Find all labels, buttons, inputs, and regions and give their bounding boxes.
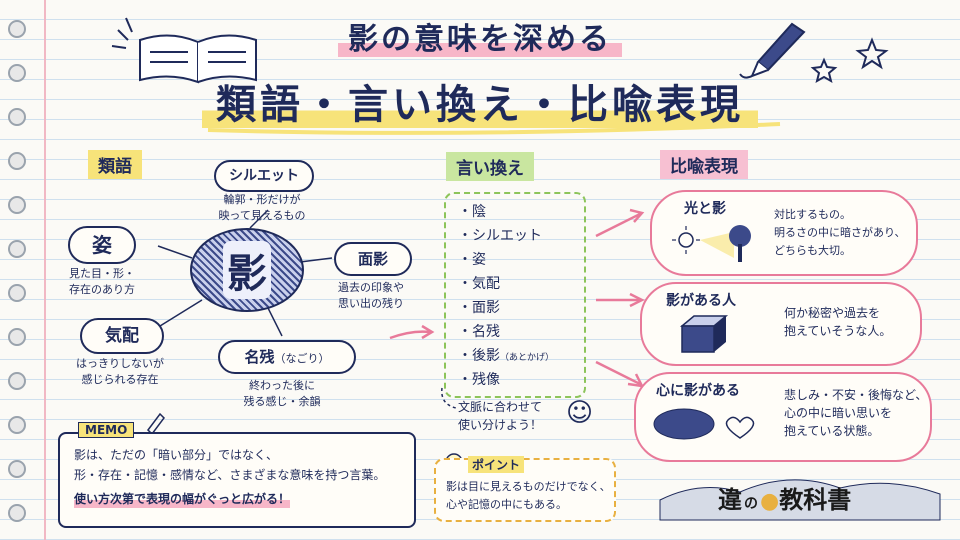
node-nagori: 名残（なごり） [218,340,356,374]
star-icon [810,37,889,84]
pencil-icon [147,412,165,436]
memo-label: MEMO [78,422,135,438]
logo-part3: 教科書 [779,486,852,514]
node-omokage: 面影 [334,242,412,276]
point-line1: 影は目に見えるものだけでなく、 [446,480,611,493]
node-silhouette-desc: 輪郭・形だけが 映って見えるもの [218,193,306,222]
point-text: 影は目に見えるものだけでなく、 心や記憶の中にもある。 [446,478,611,514]
node-sugata-desc: 見た目・形・ 存在のあり方 [69,267,135,296]
node-kehai: 気配 [80,318,164,354]
node-nagori-reading: （なごり） [274,352,330,365]
title-line2: 類語・言い換え・比喩表現 [202,82,758,128]
metaphor-text-2: 何か秘密や過去を 抱えていそうな人。 [784,306,892,338]
list-item: ・残像 [458,372,500,388]
list-item: ・気配 [458,276,500,292]
brand-logo: 違の●教科書 [718,480,851,515]
point-label: ポイント [468,456,525,473]
list-item: ・後影（あとかげ） [458,348,555,364]
metaphor-title-1: 光と影 [684,201,726,217]
list-item: ・名残 [458,324,500,340]
node-sugata: 姿 [68,226,136,264]
landscape-doodle [659,479,941,521]
list-item: ・姿 [458,252,486,268]
node-silhouette: シルエット [214,160,314,192]
point-box [434,458,616,522]
list-item: ・面影 [458,300,500,316]
list-item: ・シルエット [458,228,542,244]
metaphor-text-3: 悲しみ・不安・後悔など、 心の中に暗い思いを 抱えている状態。 [784,388,928,438]
bulb-logo-icon: ● [760,489,780,514]
cloud-heart-icon [653,408,755,440]
cube-icon [679,315,729,353]
metaphor-card-light-shadow [650,190,918,276]
metaphor-text-1: 対比するもの。 明るさの中に暗さがあり、 どちらも大切。 [774,208,906,257]
pink-arrows [389,208,645,388]
title-line1: 影の意味を深める [338,22,622,57]
logo-part1: 違 [718,486,742,514]
memo-line1: 影は、ただの「暗い部分」ではなく、 [74,448,279,462]
page-subtitle: 類語・言い換え・比喩表現 [0,72,960,130]
logo-part2: の [744,496,758,512]
page-title: 影の意味を深める [0,14,960,58]
node-omokage-desc: 過去の印象や 思い出の残り [338,281,404,310]
paraphrase-list: ・陰 ・シルエット ・姿 ・気配 ・面影 ・名残 ・後影（あとかげ） ・残像 [444,192,586,398]
list-item: ・陰 [458,204,486,220]
memo-box: 影は、ただの「暗い部分」ではなく、 形・存在・記憶・感情など、さまざまな意味を持… [58,432,416,528]
memo-line3: 使い方次第で表現の幅がぐっと広がる！ [74,490,291,508]
heading-metaphor: 比喩表現 [660,150,748,179]
node-kehai-desc: はっきりしないが 感じられる存在 [76,357,164,386]
center-word-shadow: 影 [190,228,304,312]
open-book-icon [139,34,257,84]
metaphor-title-2: 影がある人 [666,293,736,309]
point-line2: 心や記憶の中にもある。 [446,498,567,511]
metaphor-card-heart-shadow [634,372,932,462]
smiley-icon: ☺ [566,398,594,428]
node-nagori-desc: 終わった後に 残る感じ・余韻 [243,379,321,408]
memo-line2: 形・存在・記憶・感情など、さまざまな意味を持つ言葉。 [74,468,386,482]
pen-icon [739,22,806,79]
heading-paraphrase: 言い換え [446,152,534,181]
sparkle-lines [111,17,133,49]
metaphor-title-3: 心に影がある [656,383,740,399]
sun-tree-icon [672,225,751,262]
paraphrase-tip: 文脈に合わせて 使い分けよう！ [458,400,543,432]
mindmap-arrows [157,209,333,337]
heading-synonyms: 類語 [88,150,142,179]
